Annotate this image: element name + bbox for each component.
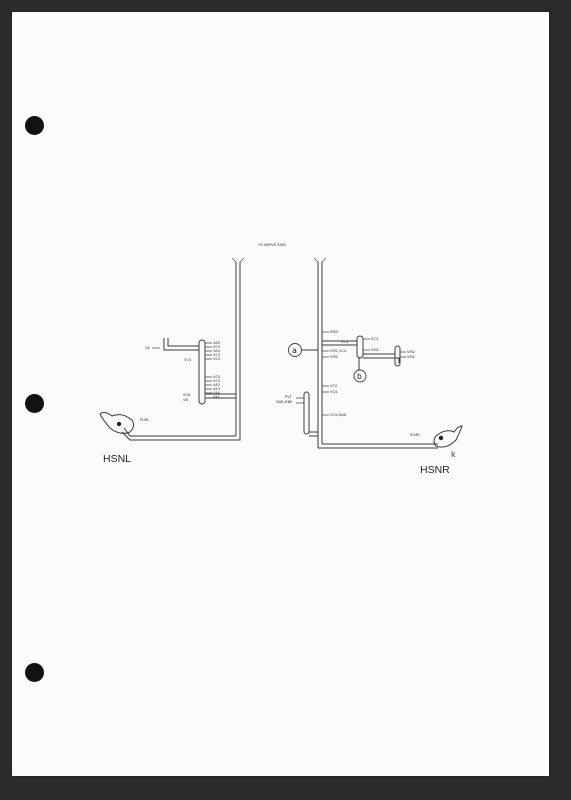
hsnr-diagram: PLMR k VM3 VC3 VC3 VM2 VM2 VM2 VM2,VC4 V… xyxy=(276,257,463,476)
binder-hole-bottom xyxy=(25,663,44,682)
hsnr-bundle-left xyxy=(303,391,310,435)
hsnl-cell-label: PLML xyxy=(140,418,149,422)
marker-b: b xyxy=(353,369,367,383)
hsnl-vc5-label: VC5 xyxy=(184,358,191,362)
hsnr-bundle-small xyxy=(356,335,364,359)
binder-hole-top xyxy=(25,116,44,135)
hsnr-pvt-label: PVT xyxy=(285,395,293,399)
hsnr-name: HSNR xyxy=(420,464,450,476)
hsnl-nucleus xyxy=(116,421,122,427)
hsnl-output-1: VC5 xyxy=(213,345,220,349)
hsnl-diagram: PLML VA VC5 VC6 VB VA3 VC5 VA4 VC5 VC5 V… xyxy=(99,257,245,465)
hsnl-bottom-line-2 xyxy=(121,431,241,441)
hsnr-vm3-label: VM3 xyxy=(330,330,338,334)
hsnl-output-0: VA3 xyxy=(213,341,220,345)
hsnl-output-5: VC5 xyxy=(213,375,220,379)
hsnl-bottom-line xyxy=(123,427,236,437)
hsnl-output-4: VC5 xyxy=(213,357,220,361)
hsnl-top-loop xyxy=(163,338,199,351)
hsnr-vc2-label: VC2 xyxy=(330,384,337,388)
hsnl-output-2: VA4 xyxy=(213,349,221,353)
hsnl-output-6: VC5 xyxy=(213,379,220,383)
hsnl-output-10: VA1 xyxy=(213,395,220,399)
marker-a: a xyxy=(288,343,302,357)
hsnr-nucleus xyxy=(438,435,444,441)
paper-sheet xyxy=(12,12,549,776)
hsnl-output-3: VC5 xyxy=(213,353,220,357)
hsnl-vc6-label: VC6 xyxy=(183,393,191,397)
hsnr-branch-right xyxy=(363,353,400,363)
binder-hole-middle xyxy=(25,394,44,413)
hsnr-bundle-right xyxy=(394,345,401,367)
hsnr-vm2b-label: VM2 xyxy=(330,355,338,359)
hsnr-dar-dbs-label: DAR,DBS xyxy=(276,400,293,404)
hsnl-axon-top-cap xyxy=(231,257,245,263)
hsnr-cell-body xyxy=(433,425,463,448)
nerve-ring-title: TO NERVE RING xyxy=(257,243,287,247)
hsnl-bundle xyxy=(198,339,206,405)
hsnl-output-7: VA2 xyxy=(213,383,220,387)
hsnr-right-out-0: VM2 xyxy=(407,350,415,354)
hsnr-vm2-label: VM2 xyxy=(371,348,379,352)
hsnl-output-list: VA3 VC5 VA4 VC5 VC5 VC5 VC5 VA2 VA3 VA4 … xyxy=(205,341,221,399)
hsnl-output-8: VA3 xyxy=(213,387,220,391)
hsnr-vc5-dab-label: VC5,DAB xyxy=(330,413,347,417)
marker-b-label: b xyxy=(357,372,362,381)
hsnl-output-9: VA4 xyxy=(213,391,221,395)
hsnr-vc3-mid-label: VC3 xyxy=(341,340,348,344)
hsnr-right-out-1: VM2 xyxy=(407,355,415,359)
marker-a-label: a xyxy=(292,346,297,355)
hsnr-branch-upper xyxy=(322,340,357,346)
hsnr-bundle-left-link xyxy=(309,431,318,437)
hsnr-vc3-top-label: VC3 xyxy=(371,337,378,341)
hsnr-letter-k: k xyxy=(451,450,456,459)
hsnl-vb-label: VB xyxy=(183,398,188,402)
hsnl-top-input-label: VA xyxy=(145,346,150,350)
hsnr-cell-label: PLMR xyxy=(410,433,420,437)
hsnl-cell-body xyxy=(99,411,135,434)
hsnl-name: HSNL xyxy=(103,453,131,465)
hsnr-axon-top-cap xyxy=(313,257,327,263)
hsnr-vc4-label: VC4 xyxy=(330,390,338,394)
hsnl-top-loop-2 xyxy=(167,338,199,347)
hsnr-vm2-vc4-label: VM2,VC4 xyxy=(330,349,347,353)
